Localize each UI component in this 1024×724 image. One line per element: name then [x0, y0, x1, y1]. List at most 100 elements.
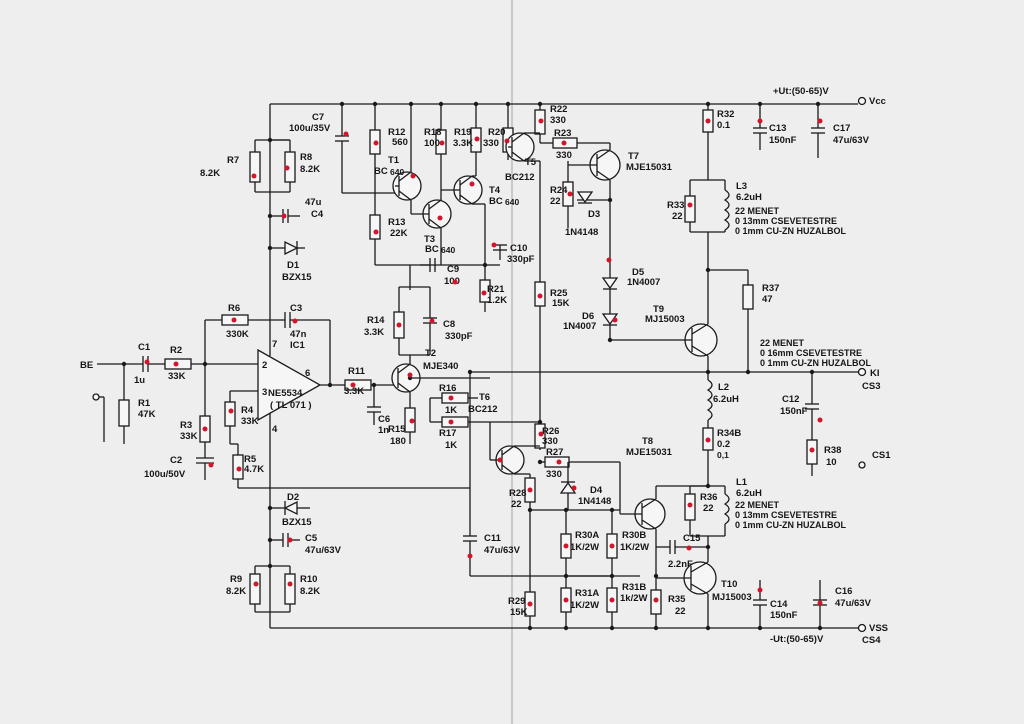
r31a-ref: R31A	[575, 588, 599, 599]
t6-type: BC212	[468, 404, 498, 415]
r16-value: 1K	[445, 405, 457, 416]
lower-driver-stage: R26 330 T6 BC212 R27 330 R28 22 D4 1N414…	[463, 392, 640, 628]
c12-value: 150nF	[780, 406, 808, 417]
c7-value: 100u/35V	[289, 123, 331, 134]
d4-ref: D4	[590, 485, 603, 496]
ic1-ref: IC1	[290, 340, 306, 351]
r30b-ref: R30B	[622, 530, 646, 541]
r1-ref: R1	[138, 398, 151, 409]
r13-body	[369, 214, 381, 240]
l2-value: 6.2uH	[713, 394, 739, 405]
c13-value: 150nF	[769, 135, 797, 146]
d4-type: 1N4148	[578, 496, 611, 507]
pin3-label: 3	[262, 387, 267, 398]
t5-body	[505, 132, 535, 162]
r23-value: 330	[556, 150, 572, 161]
r10-value: 8.2K	[300, 586, 320, 597]
r35-value: 22	[675, 606, 686, 617]
r1-body	[118, 399, 130, 427]
r25-value: 15K	[552, 298, 570, 309]
r38-value: 10	[826, 457, 837, 468]
t5-ref: T5	[525, 157, 537, 168]
t10-type: MJ15003	[712, 592, 752, 603]
r24-ref: R24	[550, 185, 568, 196]
c13-ref: C13	[769, 123, 786, 134]
r26-value: 330	[542, 436, 558, 447]
r25-ref: R25	[550, 288, 568, 299]
r13-value: 22K	[390, 228, 408, 239]
l3-coil	[723, 189, 730, 231]
c11-ref: C11	[484, 533, 502, 544]
c8-ref: C8	[443, 319, 455, 330]
t4-type: BC	[489, 196, 503, 207]
r37-value: 47	[762, 294, 773, 305]
l2-turns: 22 MENET	[760, 338, 805, 348]
l3-core: 0 13mm CSEVETESTRE	[735, 216, 837, 226]
opamp-ic1: 2 3 6 7 4 IC1 NE5534 ( TL 071 )	[257, 104, 338, 628]
t7-type: MJE15031	[626, 162, 673, 173]
l1-wire: 0 1mm CU-ZN HUZALBOL	[735, 520, 847, 530]
r36-ref: R36	[700, 492, 717, 503]
r19-value: 3.3K	[453, 138, 473, 149]
pin7-label: 7	[272, 339, 277, 350]
r1-value: 47K	[138, 409, 156, 420]
d6-type: 1N4007	[563, 321, 596, 332]
r33-ref: R33	[667, 200, 684, 211]
r30b-value: 1K/2W	[620, 542, 649, 553]
d2-type: BZX15	[282, 517, 312, 528]
t1-body	[392, 171, 422, 201]
c10-ref: C10	[510, 243, 527, 254]
d5-ref: D5	[632, 267, 645, 278]
r26-ref: R26	[542, 426, 559, 437]
t1-type: BC	[374, 166, 388, 177]
r9-body	[249, 573, 261, 605]
c7-ref: C7	[312, 112, 324, 123]
l3-value: 6.2uH	[736, 192, 762, 203]
r34b-ref: R34B	[717, 428, 741, 439]
pin4-label: 4	[272, 424, 278, 435]
c8-value: 330pF	[445, 331, 473, 342]
r15-value: 180	[390, 436, 406, 447]
r7-value: 8.2K	[200, 168, 220, 179]
r13-ref: R13	[388, 217, 405, 228]
r33-value: 22	[672, 211, 683, 222]
cs1-label: CS1	[872, 450, 891, 461]
r6-value: 330K	[226, 329, 249, 340]
c15-value: 2.2nF	[668, 559, 693, 570]
c17-value: 47u/63V	[833, 135, 870, 146]
t4-handwritten: 640	[505, 197, 519, 207]
junction-dots	[121, 101, 823, 631]
r21-value: 1.2K	[487, 295, 507, 306]
red-marker-annotations	[144, 118, 823, 607]
l2-ref: L2	[718, 382, 729, 393]
r29-ref: R29	[508, 596, 525, 607]
r4-body	[224, 401, 236, 427]
ic1-alt: ( TL 071 )	[270, 400, 312, 411]
r17-ref: R17	[439, 428, 456, 439]
r6-ref: R6	[228, 303, 240, 314]
input-ground-terminal	[92, 393, 100, 401]
t3-type: BC	[425, 244, 439, 255]
t5-type: BC212	[505, 172, 535, 183]
vss-terminal	[857, 623, 867, 633]
l1-turns: 22 MENET	[735, 500, 780, 510]
r37-body	[742, 284, 754, 310]
l2-wire: 0 1mm CU-ZN HUZALBOL	[760, 358, 872, 368]
d3-ref: D3	[588, 209, 600, 220]
l1-coil	[723, 493, 730, 525]
c5-value: 47u/63V	[305, 545, 342, 556]
r11-ref: R11	[348, 366, 366, 377]
t1-ref: T1	[388, 155, 400, 166]
vcc-label: Vcc	[869, 96, 886, 107]
l1-core: 0 13mm CSEVETESTRE	[735, 510, 837, 520]
r12-ref: R12	[388, 127, 405, 138]
r20-value: 330	[483, 138, 499, 149]
r11-value: 3.3K	[344, 386, 364, 397]
upper-output-stage: T7 MJE15031 R32 0.1 R33 22 L3 6.2uH 22 M…	[568, 104, 870, 372]
r27-ref: R27	[546, 447, 563, 458]
r16-ref: R16	[439, 383, 456, 394]
r3-ref: R3	[180, 420, 192, 431]
c16-ref: C16	[835, 586, 852, 597]
pin6-label: 6	[305, 368, 310, 379]
